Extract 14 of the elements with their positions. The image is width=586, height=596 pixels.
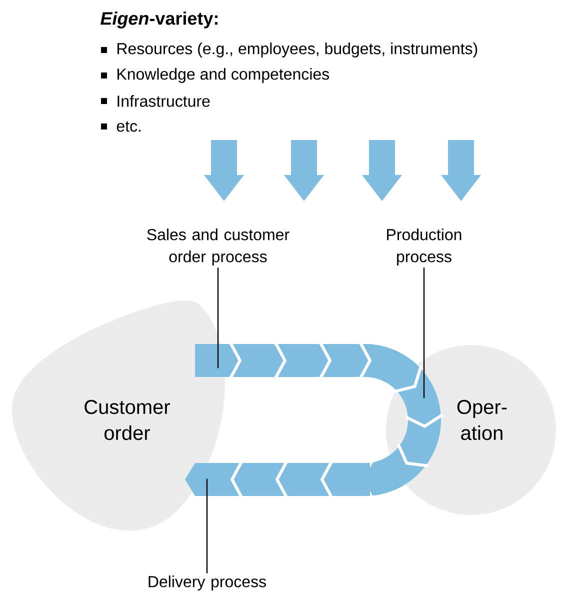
bullet-item: Knowledge and competencies xyxy=(101,68,330,83)
bullet-item: Infrastructure xyxy=(101,95,210,107)
leader-line xyxy=(217,268,219,368)
process-label: Sales and customer order process xyxy=(147,228,290,266)
chevron-band xyxy=(195,341,372,380)
chevron-band xyxy=(358,341,444,499)
heading: Eigen-variety: xyxy=(100,12,218,28)
leader-line xyxy=(423,268,425,398)
process-label: Production process xyxy=(387,228,462,266)
bullet-item: etc. xyxy=(101,121,141,132)
process-label: Delivery process xyxy=(148,576,266,590)
bullet-item: Resources (e.g., employees, budgets, instruments) xyxy=(101,42,478,58)
leader-line xyxy=(206,478,208,574)
chevron-band xyxy=(185,460,370,499)
